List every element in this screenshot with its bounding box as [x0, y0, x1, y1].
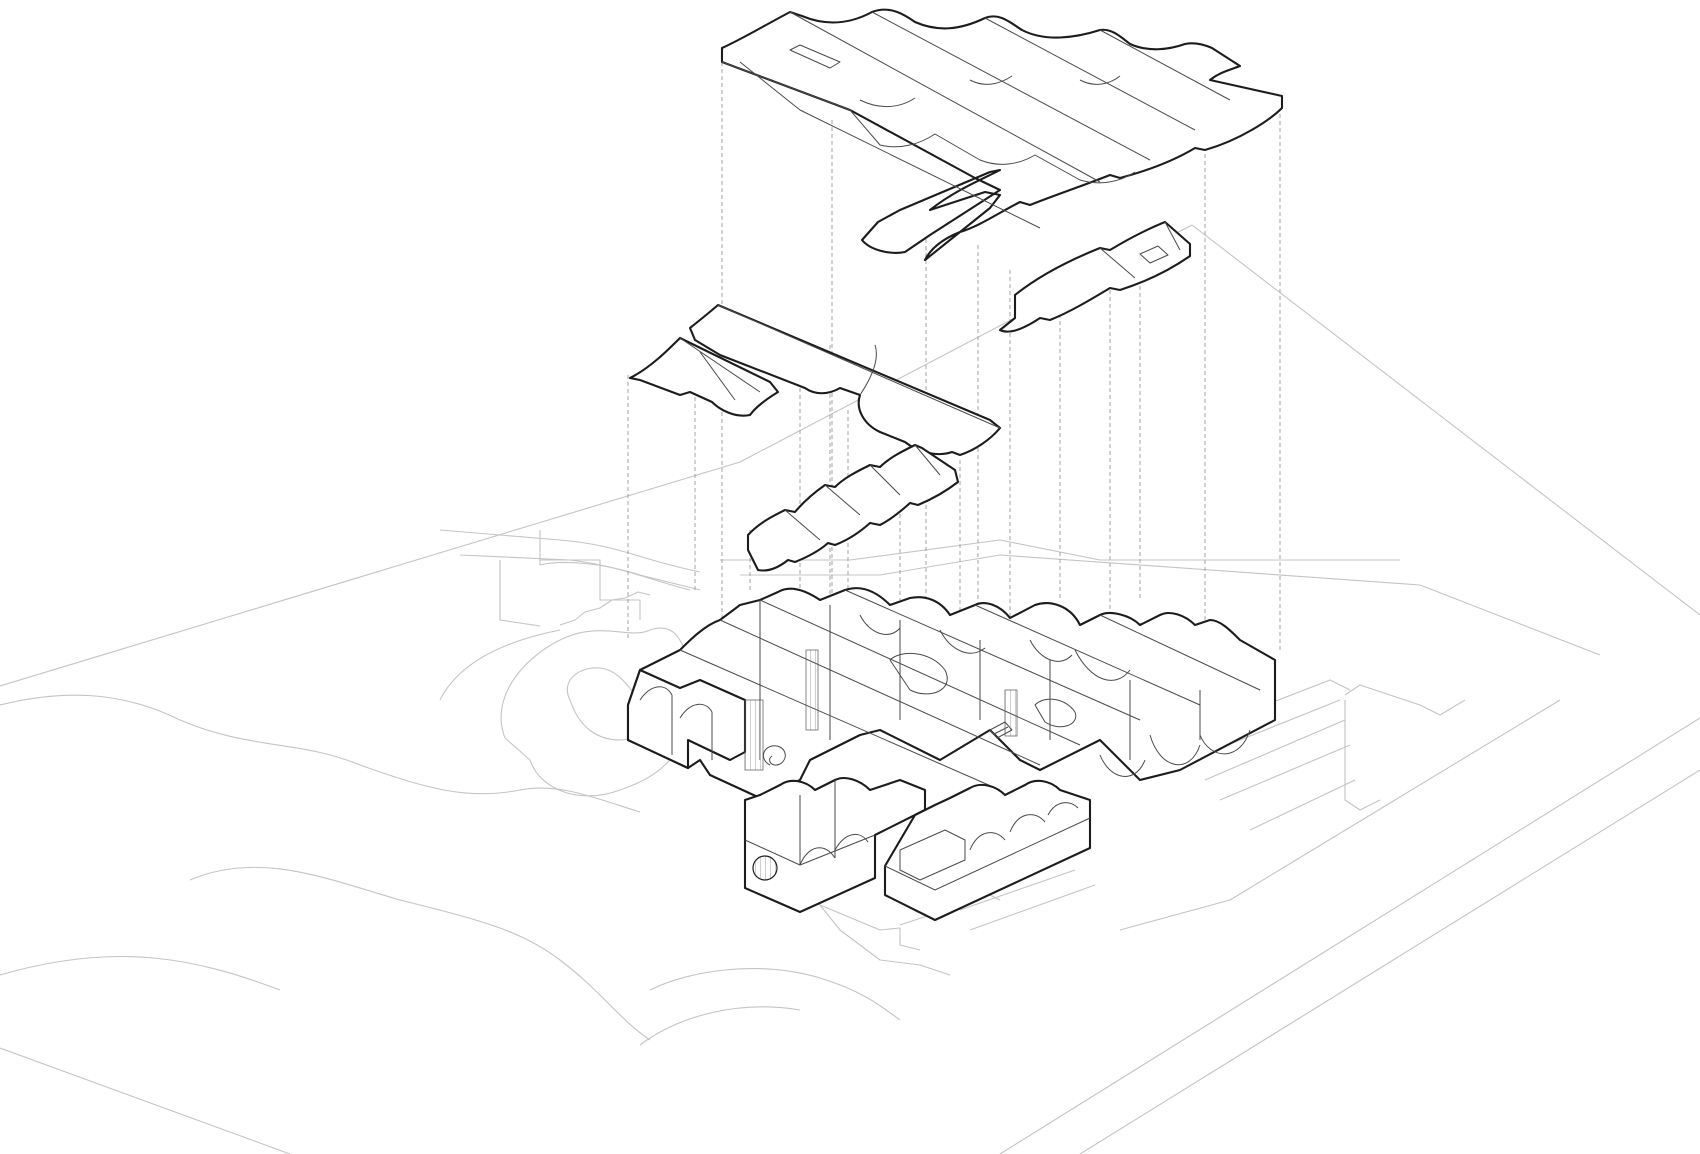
upper-roof-layer — [720, 8, 1284, 333]
middle-roof-left-seam-1 — [679, 337, 761, 393]
north-road-a — [539, 530, 701, 591]
north-wing-arch-5 — [1029, 639, 1073, 662]
riverbank-north — [0, 694, 641, 813]
east-court — [1344, 684, 1466, 716]
south-wing-arch-2 — [1009, 814, 1046, 833]
stepped-terrace — [559, 591, 651, 626]
southwest-wing-arch-2 — [834, 834, 869, 851]
upper-roof-main — [720, 8, 1284, 262]
riverbank-south — [189, 866, 651, 1041]
south-parking-4 — [969, 884, 1096, 931]
middle-roof-layer — [628, 303, 1002, 572]
north-wing-corridor-3 — [759, 599, 1081, 746]
upper-roof-secondary-seam-2 — [1164, 221, 1181, 251]
north-wing-arch-6 — [939, 629, 986, 654]
north-wing-arch-1 — [1149, 734, 1201, 766]
north-wing-arch-7 — [859, 614, 901, 635]
upper-roof-inner-curve-2 — [969, 75, 1013, 85]
road-edge-east-3 — [1119, 699, 1561, 931]
west-wing-arch-1 — [639, 686, 673, 701]
south-parking-3 — [959, 869, 1076, 911]
north-driveway-1 — [439, 529, 701, 573]
site-edge-south — [0, 1047, 291, 1154]
garden-curve — [439, 629, 561, 701]
riverbank-lower — [0, 955, 281, 991]
middle-roof-lower-seam-3 — [869, 464, 901, 496]
south-walk-2 — [649, 968, 901, 1021]
west-wing-hatched-column — [744, 699, 764, 771]
north-wing-corridor-1 — [679, 649, 1001, 791]
upper-roof-seam-4 — [1099, 29, 1231, 101]
hatched-wall-2 — [1004, 689, 1018, 737]
middle-roof-long-seam — [717, 304, 1001, 429]
north-wing-oval-room-2 — [1034, 698, 1077, 728]
upper-roof-secondary-seam-1 — [1099, 247, 1136, 279]
upper-roof-seam-2 — [871, 11, 1151, 161]
north-entrance-block — [540, 559, 641, 620]
round-window — [752, 855, 778, 881]
building-wing-south — [883, 779, 1092, 922]
north-wing-corridor-5 — [974, 604, 1201, 706]
upper-roof-inner-curve-3 — [1079, 75, 1121, 85]
north-wing-arch-2 — [1199, 729, 1251, 755]
middle-roof-left — [628, 336, 780, 417]
north-road-c — [740, 554, 1421, 586]
middle-roof-lower — [746, 443, 960, 572]
hatched-wall-1 — [805, 649, 819, 731]
upper-roof-seam-1 — [789, 11, 1101, 183]
west-wing-arch-2 — [679, 703, 713, 719]
east-parking-3 — [1204, 719, 1346, 781]
site-plan — [0, 224, 1700, 1154]
upper-roof-outline-lower — [721, 61, 1136, 184]
north-wing-corridor-2 — [719, 619, 1041, 766]
southwest-wing-arch-1 — [799, 847, 836, 866]
south-wing-arch-3 — [1047, 802, 1079, 816]
road-edge-east-1 — [999, 717, 1700, 1154]
north-wing-corridor-4 — [844, 589, 1141, 721]
middle-roof-long-inner — [859, 344, 877, 396]
south-walk-3 — [639, 1006, 801, 1046]
north-driveway-3 — [499, 560, 541, 627]
south-wing-arch-1 — [969, 832, 1006, 851]
north-wing-arch-4 — [1074, 649, 1131, 681]
north-road-d — [1419, 584, 1601, 656]
site-boundary — [0, 224, 1700, 687]
upper-roof-seam-3 — [984, 17, 1196, 131]
roof-skylight — [1139, 245, 1169, 264]
south-wing-box — [899, 829, 966, 881]
middle-roof-lower-seam-1 — [784, 509, 821, 541]
north-road-b — [720, 539, 1400, 561]
middle-roof-lower-seam-4 — [914, 444, 941, 476]
building-wing-north — [626, 587, 1277, 800]
east-kerb — [1344, 700, 1381, 811]
north-wing-arch-3 — [1099, 754, 1146, 777]
north-wing-oval-room — [889, 652, 948, 695]
south-wing-seam — [884, 817, 1091, 891]
upper-roof-inner-curve-1 — [859, 97, 916, 107]
upper-roof-secondary — [998, 220, 1192, 333]
north-wing-corridor-6 — [1099, 614, 1261, 691]
south-stepped-access — [819, 904, 921, 951]
spiral-stair — [763, 745, 786, 766]
middle-roof-left-seam-2 — [699, 351, 736, 401]
road-edge-east-2 — [1079, 769, 1700, 1154]
east-parking-4 — [1219, 744, 1351, 801]
upper-roof-skylight — [789, 44, 841, 69]
upper-roof-seam-5 — [739, 61, 1041, 229]
middle-roof-lower-seam-2 — [824, 484, 861, 516]
east-parking-5 — [1249, 779, 1356, 831]
ground-floor-plan — [626, 587, 1277, 922]
